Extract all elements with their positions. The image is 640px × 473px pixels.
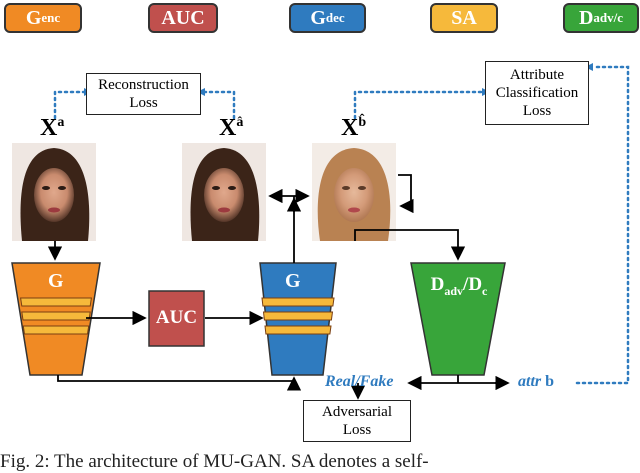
legend-d-adv-sub: adv/c bbox=[593, 10, 624, 25]
label-xb-hat: Xb̂ bbox=[341, 115, 366, 142]
encoder-label: G bbox=[48, 270, 64, 292]
discriminator-label-a-sub: adv bbox=[444, 283, 464, 298]
attribute-loss-line1: Attribute bbox=[509, 67, 565, 83]
decoder-block bbox=[259, 262, 337, 376]
face-image-xa-hat bbox=[182, 143, 266, 241]
adversarial-loss-box: Adversarial Loss bbox=[303, 400, 411, 442]
face-image-xa bbox=[12, 143, 96, 241]
legend-g-dec-sub: dec bbox=[325, 10, 345, 25]
discriminator-block bbox=[410, 262, 506, 376]
label-xb-hat-main: X bbox=[341, 115, 359, 141]
flow-arrows bbox=[47, 174, 510, 400]
discriminator-label-sep: / bbox=[463, 274, 469, 295]
legend-g-dec-main: G bbox=[310, 6, 326, 29]
legend-g-enc-sub: enc bbox=[41, 10, 61, 25]
legend-sa-label: SA bbox=[451, 6, 477, 29]
face-image-xb-hat bbox=[312, 143, 396, 241]
discriminator-label-b: D bbox=[468, 274, 483, 295]
discriminator-label-a: D bbox=[430, 274, 445, 295]
encoder-block bbox=[11, 262, 101, 376]
adversarial-loss-line1: Adversarial bbox=[322, 404, 392, 420]
legend-g-enc-main: G bbox=[25, 6, 42, 29]
attr-b-word: attr bbox=[518, 373, 542, 390]
real-fake-label: Real/Fake bbox=[325, 373, 394, 390]
legend-sa: SA bbox=[430, 3, 498, 33]
attr-b-label: attr b bbox=[518, 373, 554, 391]
label-xa: Xa bbox=[40, 115, 64, 142]
legend-auc: AUC bbox=[148, 3, 218, 33]
label-xa-hat: Xâ bbox=[219, 115, 243, 142]
attribute-loss-line3: Loss bbox=[522, 103, 552, 119]
label-xa-hat-main: X bbox=[219, 115, 237, 141]
loss-arrows bbox=[53, 65, 630, 385]
reconstruction-loss-line1: Reconstruction bbox=[98, 77, 189, 93]
legend-d-adv-main: D bbox=[578, 6, 594, 29]
legend-auc-label: AUC bbox=[161, 6, 205, 29]
label-xa-hat-sup: â bbox=[236, 115, 244, 130]
auc-block bbox=[148, 290, 205, 347]
reconstruction-loss-line2: Loss bbox=[129, 95, 158, 111]
figure-caption: Fig. 2: The architecture of MU-GAN. SA d… bbox=[0, 451, 429, 472]
attr-b-letter: b bbox=[545, 373, 555, 390]
reconstruction-loss-box: Reconstruction Loss bbox=[86, 73, 201, 115]
discriminator-label: Dadv/Dc bbox=[418, 274, 500, 299]
attribute-loss-line2: Classification bbox=[495, 85, 579, 101]
label-xa-main: X bbox=[40, 115, 58, 141]
discriminator-label-b-sub: c bbox=[482, 283, 488, 298]
decoder-label: G bbox=[285, 270, 301, 292]
label-xa-sup: a bbox=[57, 115, 65, 130]
label-xb-hat-sup: b̂ bbox=[358, 115, 367, 130]
attribute-classification-loss-box: Attribute Classification Loss bbox=[485, 61, 589, 125]
auc-label: AUC bbox=[155, 307, 198, 328]
adversarial-loss-line2: Loss bbox=[342, 422, 372, 438]
